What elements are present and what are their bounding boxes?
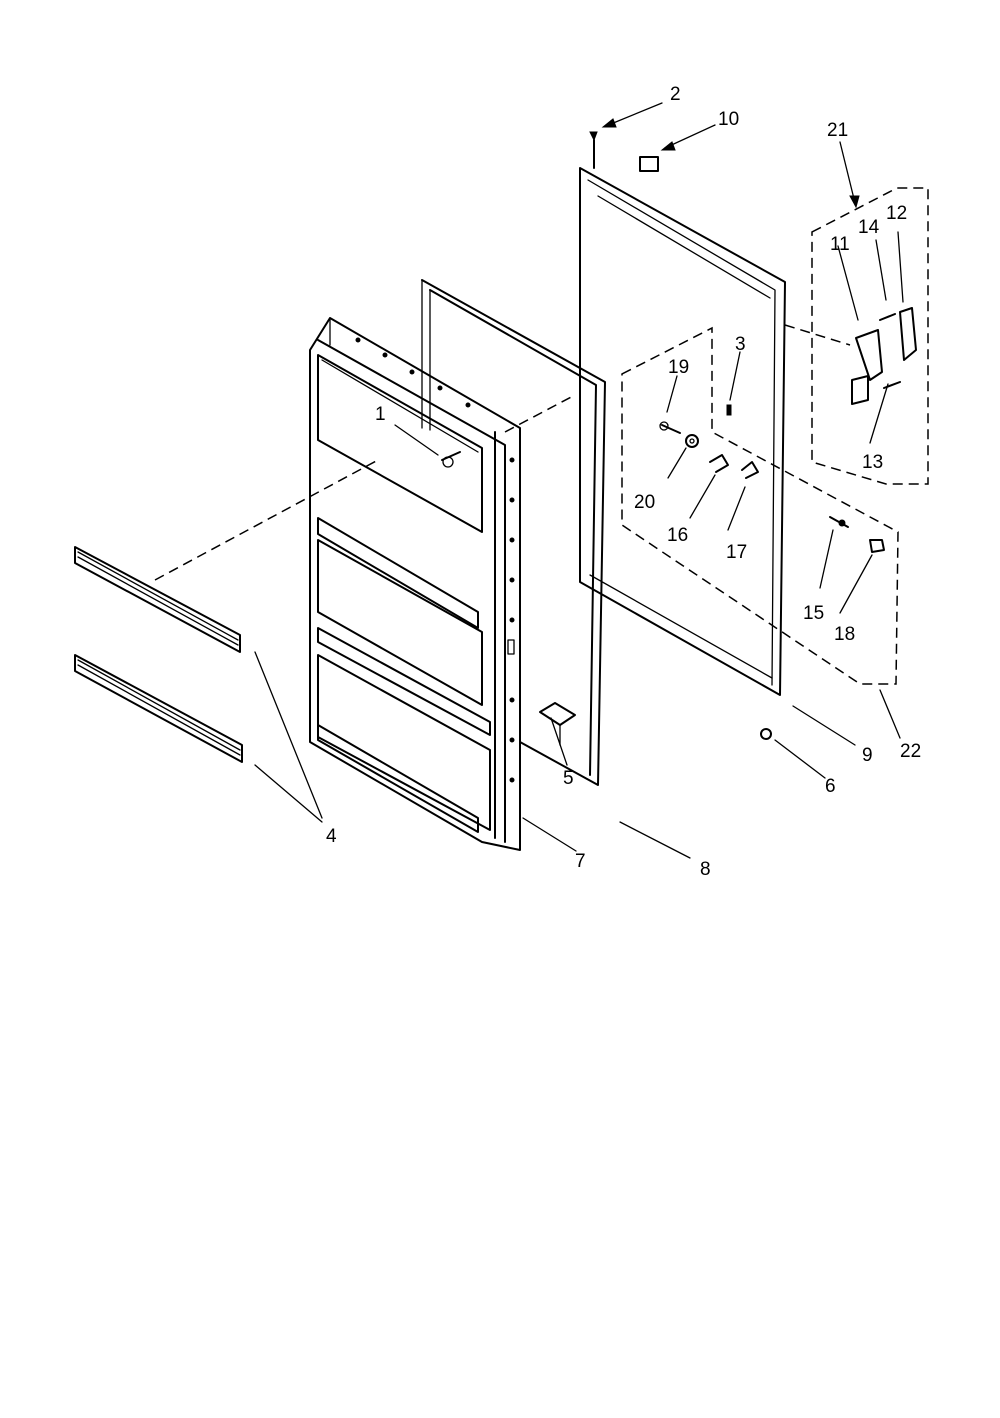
callout-10: 10 xyxy=(718,109,739,130)
callout-15: 15 xyxy=(803,603,824,624)
callout-16: 16 xyxy=(667,525,688,546)
callout-19: 19 xyxy=(668,357,689,378)
callout-6: 6 xyxy=(825,776,836,797)
callout-labels: 1 2 3 4 5 6 7 8 9 10 11 12 13 14 15 16 1… xyxy=(326,84,921,880)
callout-9: 9 xyxy=(862,745,873,766)
callout-2: 2 xyxy=(670,84,681,105)
callout-4: 4 xyxy=(326,826,337,847)
leader-arrows xyxy=(254,102,904,859)
callout-7: 7 xyxy=(575,851,586,872)
callout-11: 11 xyxy=(830,234,850,255)
callout-14: 14 xyxy=(858,217,880,238)
assembly-outlines xyxy=(154,187,929,685)
callout-18: 18 xyxy=(834,624,855,645)
callout-13: 13 xyxy=(862,452,883,473)
callout-22: 22 xyxy=(900,741,921,762)
callout-8: 8 xyxy=(700,859,711,880)
part-8-door-gasket xyxy=(421,279,606,786)
callout-17: 17 xyxy=(726,542,747,563)
callout-1: 1 xyxy=(375,404,386,425)
callout-5: 5 xyxy=(563,768,574,789)
part-4-trim-strips xyxy=(74,546,243,763)
callout-3: 3 xyxy=(735,334,746,355)
callout-20: 20 xyxy=(634,492,655,513)
part-7-door-liner xyxy=(309,317,521,851)
callout-21: 21 xyxy=(827,120,848,141)
part-9-outer-door xyxy=(579,167,786,696)
callout-12: 12 xyxy=(886,203,907,224)
small-parts xyxy=(441,131,917,746)
